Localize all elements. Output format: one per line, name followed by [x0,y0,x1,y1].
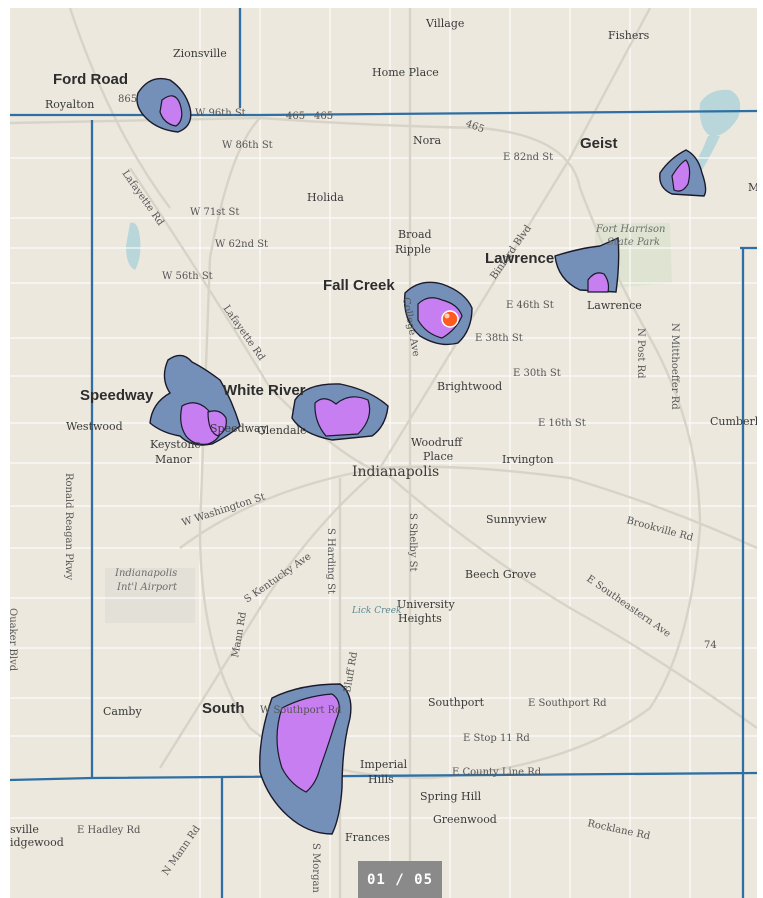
place-label: Brightwood [437,380,502,393]
pager-separator: / [385,871,415,888]
place-label: Cumberl [710,415,757,428]
place-label: Village [425,17,464,30]
place-label: Place [423,450,453,463]
place-label: Nora [413,134,442,147]
road-label: 465 [314,111,333,122]
location-dot-icon[interactable] [441,310,459,328]
park-label: State Park [607,237,660,248]
region-label-speedway: Speedway [80,387,154,404]
place-label: Manor [155,453,193,466]
place-label: Greenwood [433,813,497,826]
road-label: E 46th St [506,300,554,311]
road-label: Ronald Reagan Pkwy [63,473,74,580]
place-label: M [748,181,757,194]
pager-total: 05 [414,871,433,888]
place-label: Glendale [257,424,307,437]
road-label: 74 [704,640,717,651]
place-label: Hills [368,773,394,786]
territory-fall-creek[interactable] [403,281,473,346]
region-label-lawrence: Lawrence [485,250,554,267]
park-label: Fort Harrison [595,224,665,235]
territory-south[interactable] [259,683,352,835]
road-label: Quaker Blvd [10,608,18,672]
park-label: Int'l Airport [116,582,178,593]
road-label: E 82nd St [503,152,553,163]
road-label: 465 [286,111,305,122]
road-label: S Morgan [310,843,321,893]
slide-pager[interactable]: 01 / 05 [358,861,442,898]
road-label: W 96th St [195,108,246,119]
place-label: University [397,598,455,611]
map-view[interactable]: Ford Road Geist Lawrence Fall Creek Spee… [10,8,757,898]
road-label: S Shelby St [407,513,418,572]
region-label-geist: Geist [580,135,618,152]
region-label-fall-creek: Fall Creek [323,277,395,294]
region-labels: Ford Road Geist Lawrence Fall Creek Spee… [53,71,618,717]
territory-ford-road[interactable] [136,77,192,133]
road-label: N Post Rd [635,328,646,379]
place-label: Sunnyview [486,513,547,526]
territory-speedway[interactable] [149,354,241,446]
county-boundaries [10,8,757,898]
road-label: S Harding St [325,528,336,594]
road-label: E Southport Rd [528,698,607,709]
place-label: Royalton [45,98,94,111]
place-label: Irvington [502,453,554,466]
water-label: Lick Creek [351,606,402,616]
place-label: Beech Grove [465,568,536,581]
place-label: Fishers [608,29,650,42]
place-label: Keystone [150,438,201,451]
territory-white-river[interactable] [291,383,389,441]
map-canvas[interactable]: Ford Road Geist Lawrence Fall Creek Spee… [10,8,757,898]
region-label-ford-road: Ford Road [53,71,128,88]
place-label: Frances [345,831,390,844]
place-label: Home Place [372,66,439,79]
place-label: Zionsville [173,47,227,60]
road-label: E Stop 11 Rd [463,733,530,744]
place-label: Westwood [66,420,123,433]
region-label-south: South [202,700,245,717]
place-label: Southport [428,696,485,709]
road-label: W 71st St [190,207,239,218]
territory-lawrence[interactable] [554,236,620,293]
road-label: E 16th St [538,418,586,429]
region-label-white-river: White River [223,382,306,399]
place-label: sville [10,823,39,836]
place-label: Speedway [210,422,268,435]
place-label: Ripple [395,243,431,256]
place-label: Camby [103,705,142,718]
pager-current: 01 [366,871,386,888]
road-label: E County Line Rd [452,767,542,778]
road-label: W 86th St [222,140,273,151]
road-label: W 56th St [162,271,213,282]
place-label: Spring Hill [420,790,482,803]
place-label: Indianapolis [352,464,439,480]
place-label: idgewood [10,836,64,849]
road-label: E 30th St [513,368,561,379]
road-label: 865 [118,94,137,105]
road-label: W Southport Rd [260,705,342,716]
place-label: Imperial [360,758,408,771]
road-label: N Mitthoeffer Rd [669,323,680,410]
road-label: E Hadley Rd [77,825,141,836]
road-label: W 62nd St [215,239,268,250]
place-labels: Village Fishers Zionsville Home Place Ro… [10,17,757,849]
base-map [10,8,757,898]
park-labels: Fort Harrison State Park Indianapolis In… [114,224,665,616]
place-label: Lawrence [587,299,642,312]
place-label: Holida [307,191,344,204]
place-label: Broad [398,228,432,241]
park-label: Indianapolis [114,568,177,579]
territory-geist[interactable] [659,149,707,197]
place-label: Woodruff [411,436,463,449]
road-label: E 38th St [475,333,523,344]
place-label: Heights [398,612,442,625]
